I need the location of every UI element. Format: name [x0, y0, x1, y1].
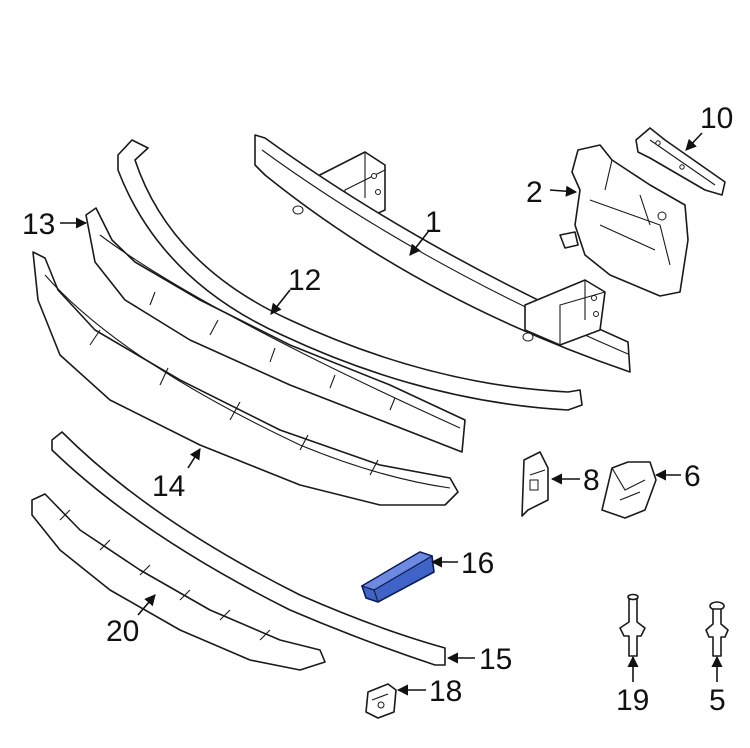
- callout-6: 6: [684, 460, 701, 493]
- callout-13: 13: [22, 208, 55, 241]
- callout-19: 19: [616, 684, 649, 717]
- part-19-push-pin: [619, 593, 646, 657]
- callout-2: 2: [526, 176, 543, 209]
- part-1-reinforcement-beam: [254, 134, 631, 373]
- callout-12: 12: [288, 264, 321, 297]
- part-10-small-bracket: [635, 127, 726, 196]
- callout-5: 5: [709, 684, 726, 717]
- part-5-push-pin: [705, 601, 729, 657]
- callout-1: 1: [425, 206, 442, 239]
- part-16-highlighted[interactable]: [360, 551, 435, 603]
- leader-lines: [60, 132, 723, 696]
- callout-18: 18: [429, 675, 462, 708]
- callout-8: 8: [583, 464, 600, 497]
- part-15-lower-strip: [51, 431, 446, 666]
- part-8-bracket: [521, 451, 549, 517]
- part-14-energy-absorber: [32, 251, 459, 506]
- part-2-bracket: [559, 144, 689, 297]
- callout-16: 16: [461, 547, 494, 580]
- callout-15: 15: [479, 643, 512, 676]
- callout-20: 20: [106, 615, 139, 648]
- callout-labels: 1 2 10 12 13 14 8 6 16 20 15 18 19 5: [22, 102, 733, 717]
- part-18-clip: [365, 683, 397, 719]
- callout-14: 14: [152, 470, 185, 503]
- part-20-lower-absorber: [31, 493, 326, 671]
- part-13-upper-absorber: [85, 207, 466, 453]
- callout-10: 10: [700, 102, 733, 135]
- part-12-trim-strip: [117, 139, 583, 411]
- part-6-clip: [601, 461, 657, 519]
